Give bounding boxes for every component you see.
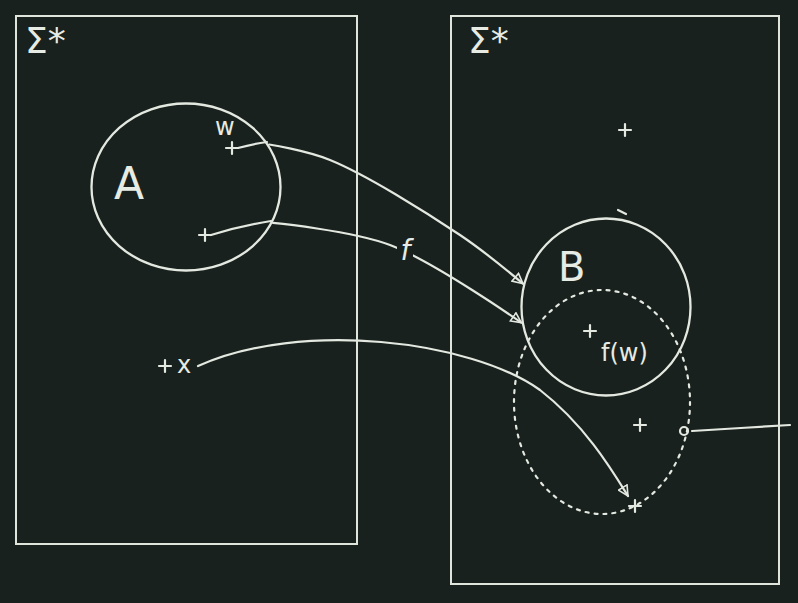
set-circle: B xyxy=(520,217,692,397)
mapping-arrow xyxy=(198,340,628,496)
point-circle xyxy=(680,427,688,435)
function-label: f xyxy=(397,236,413,267)
point-label: f(w) xyxy=(598,340,651,366)
point-label: w xyxy=(212,114,238,140)
dashed-region xyxy=(514,290,690,514)
mapping-arrow xyxy=(273,223,521,323)
point-mark xyxy=(226,142,238,154)
set-circle: A xyxy=(90,102,282,272)
point-mark xyxy=(584,325,596,337)
point-mark xyxy=(619,124,631,136)
set-name: A xyxy=(114,160,144,208)
arrow-stub xyxy=(238,142,267,148)
set-outline-ellipse xyxy=(522,219,691,396)
point-label: x xyxy=(174,352,194,378)
arrow-stub xyxy=(211,221,271,235)
universe-heading: Σ* xyxy=(468,21,509,61)
universe-heading: Σ* xyxy=(25,21,66,61)
mapping-arrow xyxy=(269,145,523,284)
set-name: B xyxy=(558,245,585,289)
set-outline xyxy=(520,217,692,397)
point-mark xyxy=(634,419,646,431)
point-mark xyxy=(199,229,211,241)
leader-line xyxy=(692,425,790,431)
point-mark xyxy=(629,500,641,512)
chalk-mark xyxy=(618,210,626,214)
point-mark xyxy=(159,360,171,372)
universe-box: Σ* B xyxy=(450,15,780,585)
set-outline-ellipse xyxy=(92,104,281,271)
universe-box: Σ* A xyxy=(15,15,358,545)
